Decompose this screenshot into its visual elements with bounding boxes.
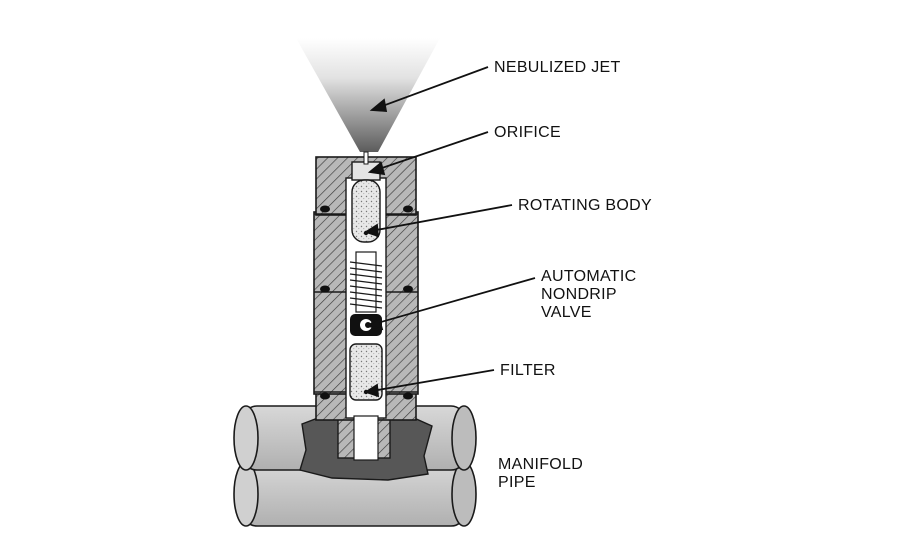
nondrip-valve-label: AUTOMATIC NONDRIP VALVE <box>541 268 636 322</box>
leader-filter <box>371 369 495 392</box>
orifice-label: ORIFICE <box>494 124 561 142</box>
leader-valve <box>373 277 536 325</box>
manifold-pipe-label: MANIFOLD PIPE <box>498 456 583 492</box>
rotating-body-text: ROTATING BODY <box>518 197 652 214</box>
rotating-body-label: ROTATING BODY <box>518 197 652 215</box>
nebulized-jet-label: NEBULIZED JET <box>494 59 621 77</box>
leader-jet <box>376 66 489 109</box>
valve-text-line1: AUTOMATIC <box>541 268 637 285</box>
filter-label: FILTER <box>500 362 556 380</box>
leader-orifice <box>375 131 489 171</box>
orifice-text: ORIFICE <box>494 124 561 141</box>
valve-text-line2: NONDRIP <box>541 286 617 303</box>
leader-lines <box>363 66 536 398</box>
nebulized-jet-cone <box>296 38 440 152</box>
pipe-text-line2: PIPE <box>498 474 536 491</box>
pipe-text-line1: MANIFOLD <box>498 456 584 473</box>
filter-text: FILTER <box>500 362 556 379</box>
valve-text-line3: VALVE <box>541 304 592 321</box>
nebulized-jet-text: NEBULIZED JET <box>494 59 621 76</box>
nozzle-body <box>313 151 419 461</box>
leader-body <box>370 204 513 232</box>
